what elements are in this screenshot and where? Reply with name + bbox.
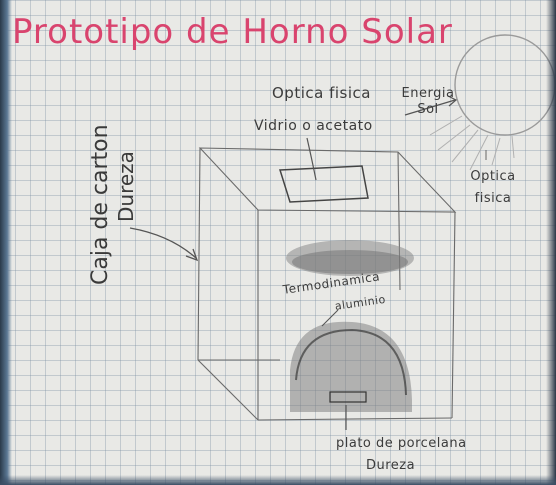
aluminum-arrow [321,309,339,327]
label-energia-sol: Energia Sol [401,86,455,117]
box-arrow [129,227,197,259]
glass-window [278,165,369,203]
energy-arrow [404,99,456,116]
glass-arrow [306,137,317,181]
label-caja-carton: Caja de carton [88,124,113,285]
page-title: Prototipo de Horno Solar [12,12,453,52]
sun-circle [454,34,556,136]
label-dureza-bottom: Dureza [366,458,416,473]
porcelain-plate [329,391,367,403]
aluminum-arch [290,321,412,412]
sun-rays [429,115,515,171]
photo-edge-left [0,0,12,485]
label-dureza-left: Dureza [114,151,138,222]
photo-edge-bottom [0,475,556,485]
label-plato-porcelana: plato de porcelana [336,436,467,451]
cardboard-box [197,147,457,421]
label-vidrio-acetato: Vidrio o acetato [254,118,373,134]
label-optica-fisica-right: Optica fisica [470,169,516,206]
photo-edge-right [546,0,556,485]
label-optica-fisica-top: Optica fisica [272,84,371,102]
